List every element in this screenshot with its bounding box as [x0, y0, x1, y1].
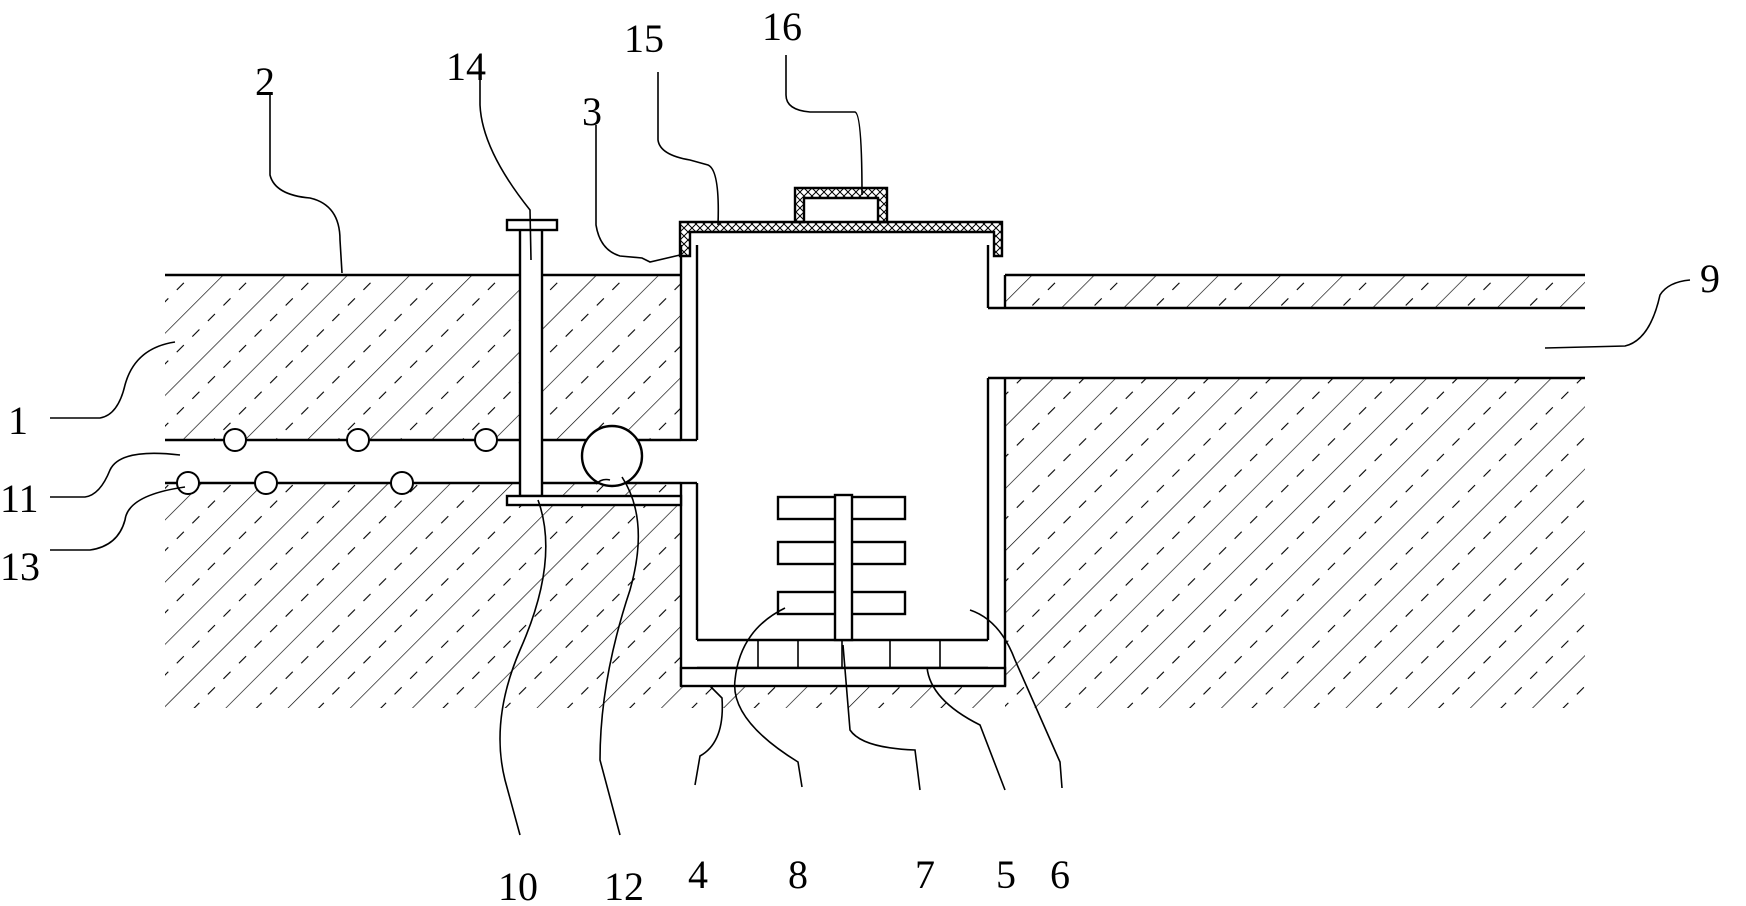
cover-handle [793, 186, 889, 224]
cover-lid [678, 220, 1004, 258]
valve-plate [505, 494, 683, 507]
tank-wall [679, 245, 1007, 686]
label-1: 1 [8, 398, 28, 443]
label-9: 9 [1700, 256, 1720, 301]
label-16: 16 [762, 4, 802, 49]
label-10: 10 [498, 864, 538, 906]
label-12: 12 [604, 864, 644, 906]
soil-layer [165, 275, 1585, 708]
label-15: 15 [624, 16, 664, 61]
label-13: 13 [0, 544, 40, 589]
float-ball [580, 424, 644, 488]
outlet-channel [988, 306, 1585, 380]
label-7: 7 [915, 852, 935, 897]
label-14: 14 [446, 44, 486, 89]
label-6: 6 [1050, 852, 1070, 897]
leader-lines [50, 55, 1691, 836]
label-3: 3 [582, 89, 602, 134]
base-plate [679, 666, 1007, 688]
center-shaft [833, 493, 854, 642]
labels: 1 2 3 4 5 6 7 8 9 10 11 12 13 14 15 16 [0, 4, 1720, 906]
label-8: 8 [788, 852, 808, 897]
label-4: 4 [688, 852, 708, 897]
label-5: 5 [996, 852, 1016, 897]
label-2: 2 [255, 59, 275, 104]
gravel-dots [176, 428, 498, 495]
label-11: 11 [0, 476, 39, 521]
